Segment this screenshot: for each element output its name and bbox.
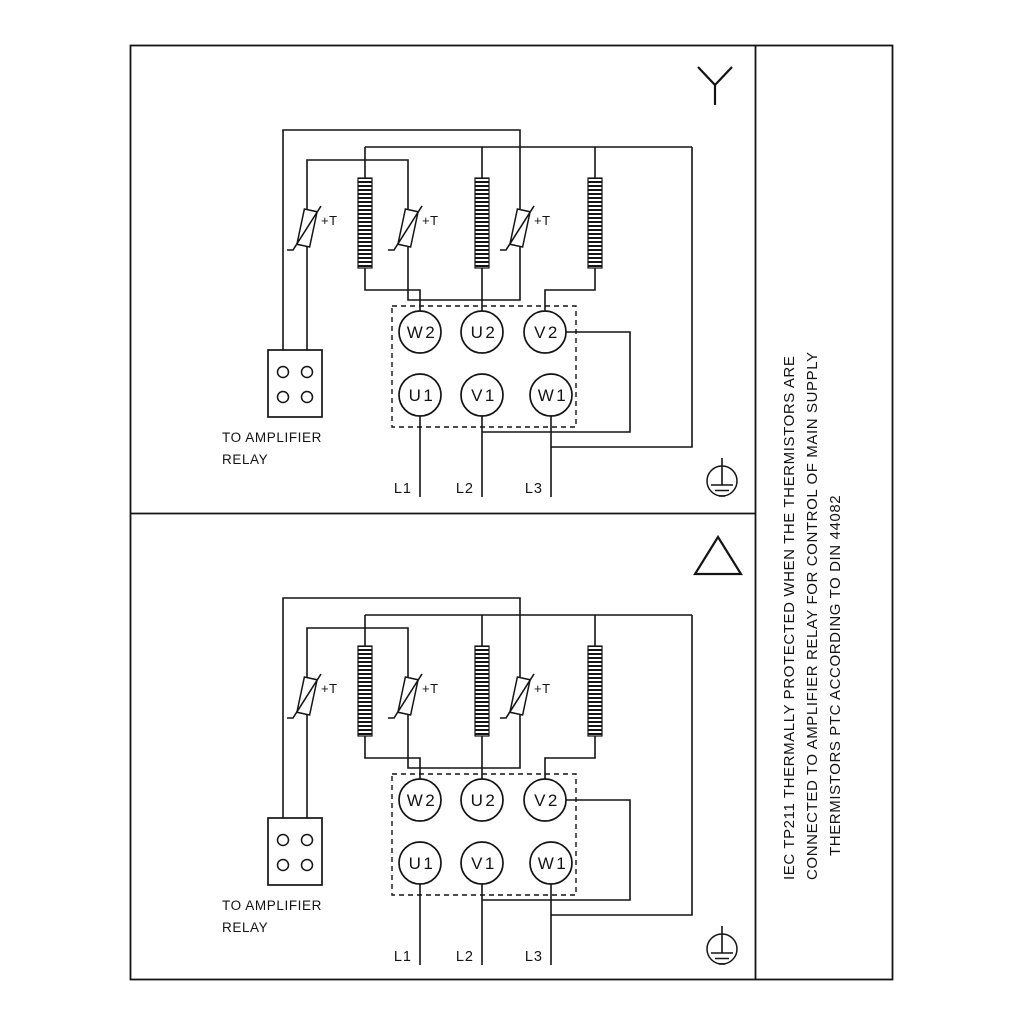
delta-panel-wiring: [221, 597, 738, 966]
star-connection-icon: [697, 66, 733, 105]
side-note-line3: THERMISTORS PTC ACCORDING TO DIN 44082: [827, 495, 844, 856]
drawing-frame: [129, 44, 894, 981]
side-note-line1: IEC TP211 THERMALLY PROTECTED WHEN THE T…: [781, 356, 798, 880]
side-note-line2: CONNECTED TO AMPLIFIER RELAY FOR CONTROL…: [804, 351, 821, 880]
delta-connection-icon: [693, 534, 743, 576]
star-panel-wiring: [221, 129, 738, 498]
side-note: IEC TP211 THERMALLY PROTECTED WHEN THE T…: [781, 351, 844, 880]
